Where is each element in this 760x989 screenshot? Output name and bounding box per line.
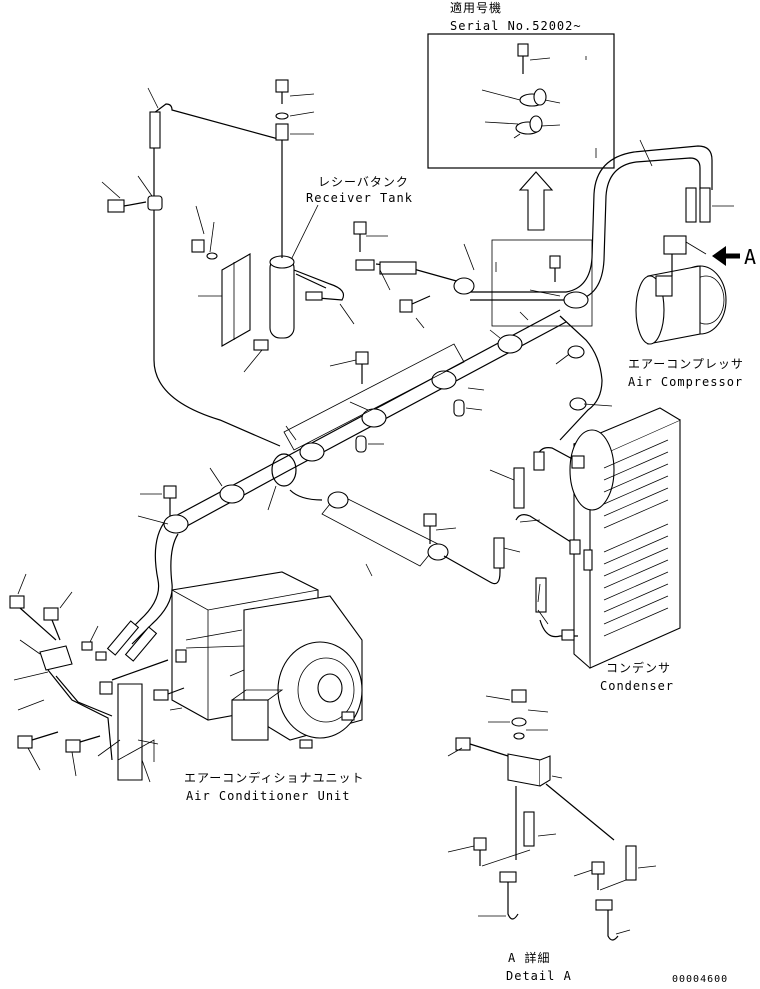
- link-frame: [491, 239, 593, 327]
- receiver-bracket: [198, 253, 269, 373]
- serial-title-en: Serial No.52002~: [450, 19, 582, 33]
- condenser-label-en: Condenser: [600, 679, 674, 693]
- serial-inset-frame: [427, 33, 615, 169]
- receiver-tank-label-jp: レシーバタンク: [318, 175, 409, 189]
- discharge-hose: [470, 139, 734, 301]
- air-compressor-label-en: Air Compressor: [628, 375, 743, 389]
- condenser-pipe: [559, 315, 613, 441]
- up-arrow-icon: [518, 171, 554, 231]
- ac-unit-label-jp: エアーコンディショナユニット: [184, 770, 364, 785]
- condenser: [489, 407, 681, 669]
- air-compressor-label-jp: エアーコンプレッサ: [628, 357, 744, 371]
- serial-title-jp: 適用号機: [450, 0, 502, 15]
- air-conditioner-unit: [171, 571, 363, 749]
- view-a-arrow-icon: [712, 246, 740, 266]
- condenser-fins: [603, 439, 669, 637]
- left-fittings: [9, 573, 185, 783]
- receiver-tank: [269, 255, 355, 339]
- ac-unit-label-en: Air Conditioner Unit: [186, 789, 351, 803]
- detail-a-label-en: Detail A: [506, 969, 572, 983]
- detail-a-label-jp: A 詳細: [508, 950, 550, 965]
- lower-plate: [289, 489, 521, 585]
- drawing-number: 00004600: [672, 974, 728, 984]
- condenser-label-jp: コンデンサ: [606, 660, 671, 675]
- serial-inset: 適用号機 Serial No.52002~: [427, 0, 615, 169]
- receiver-tank-label-en: Receiver Tank: [306, 191, 413, 205]
- upper-pipe: [101, 79, 315, 447]
- central-pipe-bundle: [119, 309, 573, 645]
- air-compressor: [635, 235, 727, 345]
- detail-a: [447, 689, 657, 941]
- view-a-letter: A: [744, 245, 756, 269]
